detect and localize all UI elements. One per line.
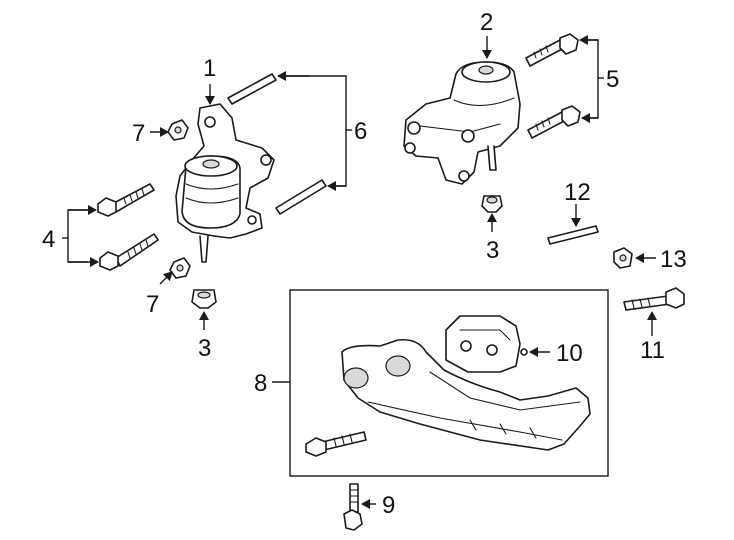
callout-12: 12 [564,179,591,206]
callout-4: 4 [42,226,55,253]
nut-13 [613,247,633,269]
callout-3-lower: 3 [198,335,211,362]
callout-13: 13 [660,246,687,273]
bolt-8 [305,431,367,457]
stud-6-lower [275,179,327,215]
engine-mount-rear [403,61,521,185]
bolt-4-upper [97,183,155,217]
callout-9: 9 [382,492,395,519]
callout-labels: 1 2 3 3 4 5 6 7 7 8 9 10 11 12 13 [42,9,687,519]
callout-1: 1 [203,55,216,82]
crossmember-8 [341,338,591,451]
nut-3-lower [191,289,217,309]
callout-10: 10 [556,340,583,367]
nut-3-upper [481,195,503,213]
nut-7-lower [169,257,191,279]
callout-5: 5 [606,66,619,93]
callout-3-upper: 3 [486,237,499,264]
callout-2: 2 [480,9,493,36]
stud-6-upper [227,73,277,105]
callout-6: 6 [354,118,367,145]
callout-7-upper: 7 [132,120,145,147]
bolt-4-lower [99,233,159,271]
callout-8: 8 [254,370,267,397]
bolt-9 [343,483,363,531]
callout-11: 11 [640,337,665,364]
stud-12 [547,225,599,245]
bolt-11 [623,287,685,311]
bracket-10 [445,315,528,373]
assembly-8-box [289,289,609,477]
bolt-5-upper [525,33,579,67]
engine-mount-front [175,103,275,263]
callout-7-lower: 7 [146,291,159,318]
bolt-5-lower [527,105,581,139]
nut-7-upper [167,119,189,141]
leader-lines [62,35,657,509]
